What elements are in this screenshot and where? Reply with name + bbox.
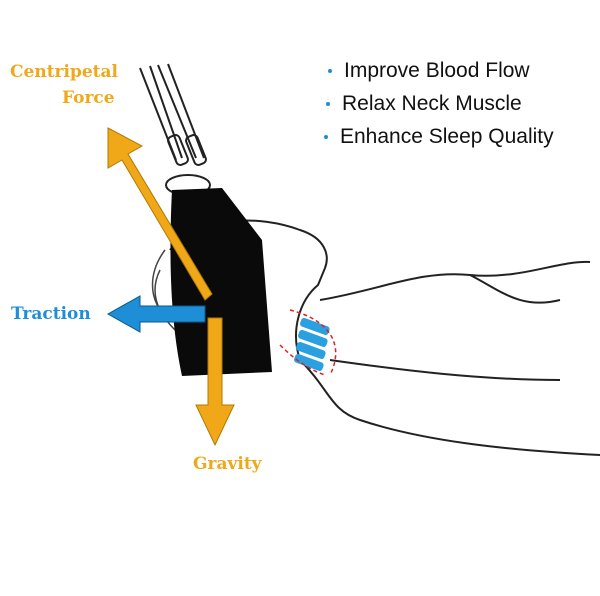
bullet-icon: [326, 101, 330, 106]
benefit-item: Improve Blood Flow: [322, 54, 554, 87]
benefit-text: Enhance Sleep Quality: [340, 124, 554, 148]
benefit-item: Relax Neck Muscle: [322, 87, 554, 120]
centripetal-label-line2: Force: [62, 88, 115, 108]
benefit-item: Enhance Sleep Quality: [322, 120, 554, 153]
centripetal-arrow: [107, 127, 213, 301]
centripetal-label-line1: Centripetal: [10, 62, 119, 82]
cervical-spine: [294, 317, 330, 371]
traction-label: Traction: [11, 304, 91, 324]
stretch-indicators: [279, 309, 337, 376]
benefits-list: Improve Blood Flow Relax Neck Muscle Enh…: [322, 54, 554, 153]
bullet-icon: [328, 68, 332, 73]
hammock: [170, 188, 272, 376]
centripetal-force-label: Centripetal Force: [10, 62, 118, 108]
benefit-text: Improve Blood Flow: [344, 58, 530, 82]
traction-arrow: [106, 295, 206, 333]
hammock-straps: [139, 63, 211, 196]
gravity-label: Gravity: [193, 454, 262, 474]
benefit-text: Relax Neck Muscle: [342, 91, 522, 115]
bullet-icon: [324, 134, 328, 139]
body-outline: [299, 260, 600, 456]
gravity-arrow: [195, 317, 235, 447]
